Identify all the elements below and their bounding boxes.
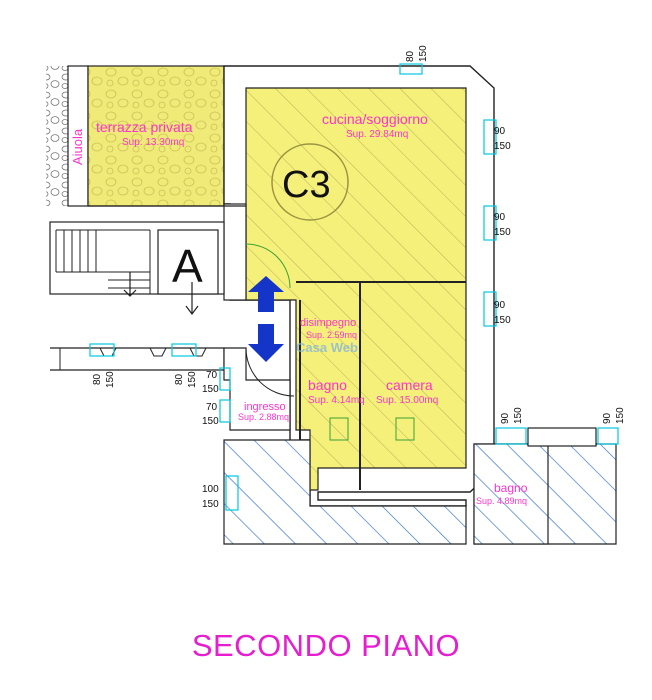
svg-text:100: 100 xyxy=(202,484,219,495)
room-name-bagno-2: bagno xyxy=(494,481,528,495)
dimension-marker-lower-left: 100 150 xyxy=(202,475,239,511)
floor-title: SECONDO PIANO xyxy=(191,628,461,663)
stair-down-arrow-2 xyxy=(185,282,199,315)
stair-treads xyxy=(55,229,151,294)
dimension-marker-entry-2: 70 150 xyxy=(202,399,231,427)
dimension-marker-lower-right-2: 90 150 xyxy=(597,407,626,445)
terrace-floor xyxy=(87,65,225,207)
garden-label: Aiuola xyxy=(70,128,85,165)
stair-box xyxy=(157,229,219,295)
fixture-bath xyxy=(329,417,349,441)
svg-text:90: 90 xyxy=(494,212,506,223)
room-area-bagno-2: Sup. 4.89mq xyxy=(476,496,527,506)
room-area-ingresso: Sup. 2.88mq xyxy=(238,412,289,422)
svg-text:90: 90 xyxy=(602,412,613,424)
neighbor-area-left xyxy=(223,439,467,545)
room-name-cucina: cucina/soggiorno xyxy=(322,111,428,127)
svg-text:70: 70 xyxy=(206,370,218,381)
svg-text:80: 80 xyxy=(92,373,103,385)
svg-text:150: 150 xyxy=(202,384,219,395)
svg-text:90: 90 xyxy=(494,300,506,311)
wall-left-column xyxy=(223,203,247,301)
dimension-marker-left-2: 80 150 xyxy=(171,343,198,388)
apartment-code-circle xyxy=(271,143,349,221)
arrow-up-icon xyxy=(248,276,284,312)
apartment-code: C3 xyxy=(282,164,331,206)
dimension-marker-right-1: 90 150 xyxy=(483,119,511,155)
room-area-terrazza: Sup. 13.30mq xyxy=(122,137,184,148)
dimension-marker-top: 80 150 xyxy=(399,45,429,75)
fixture-camera xyxy=(395,417,415,441)
garden-area xyxy=(46,66,68,206)
neighbor-wall-top xyxy=(527,427,597,447)
svg-text:150: 150 xyxy=(513,407,524,424)
watermark: Casa Web xyxy=(296,340,358,355)
entry-floor xyxy=(232,382,288,428)
room-area-camera: Sup. 15.00mq xyxy=(376,395,438,406)
svg-text:80: 80 xyxy=(174,373,185,385)
svg-text:150: 150 xyxy=(494,315,511,326)
stair-label: A xyxy=(172,240,203,292)
stair-down-arrow-1 xyxy=(123,272,137,297)
svg-text:150: 150 xyxy=(418,45,429,62)
svg-text:90: 90 xyxy=(500,412,511,424)
svg-text:150: 150 xyxy=(187,371,198,388)
svg-text:150: 150 xyxy=(494,227,511,238)
svg-text:80: 80 xyxy=(405,50,416,62)
room-area-cucina: Sup. 29.84mq xyxy=(346,129,408,140)
room-name-bagno: bagno xyxy=(308,377,347,393)
door-swing-kitchen xyxy=(245,243,291,289)
arrow-down-icon xyxy=(248,324,284,362)
room-name-camera: camera xyxy=(386,377,433,393)
dimension-marker-lower-right-1: 90 150 xyxy=(495,407,527,445)
dimension-marker-right-2: 90 150 xyxy=(483,205,511,241)
dimension-marker-left-1: 80 150 xyxy=(89,343,116,388)
svg-text:90: 90 xyxy=(494,126,506,137)
svg-text:150: 150 xyxy=(615,407,626,424)
room-area-bagno: Sup. 4.14mq xyxy=(308,395,365,406)
corridor-wall-left xyxy=(50,347,225,371)
room-area-disimpegno: Sup. 2.59mq xyxy=(306,330,357,340)
svg-text:70: 70 xyxy=(206,402,218,413)
svg-text:150: 150 xyxy=(105,371,116,388)
svg-text:150: 150 xyxy=(202,499,219,510)
dimension-marker-entry-1: 70 150 xyxy=(202,367,231,395)
room-name-terrazza: terrazza privata xyxy=(96,119,193,135)
door-swing-entry xyxy=(245,347,295,397)
svg-text:150: 150 xyxy=(202,416,219,427)
room-name-disimpegno: disimpegno xyxy=(300,317,356,329)
dimension-marker-right-3: 90 150 xyxy=(483,291,511,327)
svg-text:150: 150 xyxy=(494,141,511,152)
room-name-ingresso: ingresso xyxy=(244,401,286,413)
